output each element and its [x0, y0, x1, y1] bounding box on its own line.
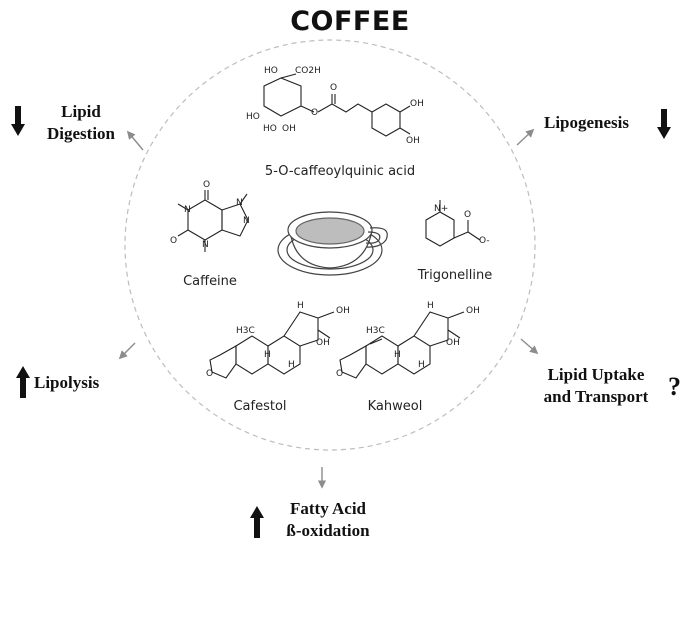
kahweol-h-low-label: H — [418, 360, 425, 370]
caffeine-n7-label: N — [236, 198, 243, 208]
cafestol-h-low-label: H — [288, 360, 295, 370]
trigonelline-o-label: O — [464, 210, 472, 220]
kahweol-h-top-label: H — [427, 301, 434, 311]
trigonelline-structure — [425, 200, 481, 247]
pointer-lipid-digestion — [126, 130, 144, 151]
trigonelline-ominus-label: O- — [479, 236, 490, 246]
kahweol-label: Kahweol — [367, 399, 423, 414]
caffeine-o-left-label: O — [170, 236, 178, 246]
lipid-uptake-label: Lipid Uptake and Transport — [543, 365, 649, 406]
lipid-uptake-question-mark: ? — [668, 372, 681, 401]
lipogenesis-down-arrow-icon — [657, 109, 671, 139]
cafestol-label: Cafestol — [233, 399, 287, 414]
cafestol-oh2-label: OH — [316, 338, 330, 348]
cafestol-h3c-label: H3C — [236, 326, 255, 336]
cafestol-oh-label: OH — [336, 306, 350, 316]
kahweol-oh2-label: OH — [446, 338, 460, 348]
fatty-acid-oxidation-up-arrow-icon — [250, 506, 264, 538]
cga-ho-bottom-label: HO — [263, 124, 277, 134]
caffeine-structure — [177, 190, 249, 252]
caffeine-o-top-label: O — [203, 180, 211, 190]
kahweol-oh-label: OH — [466, 306, 480, 316]
kahweol-o-label: O — [336, 369, 344, 379]
lipid-digestion-label: Lipid Digestion — [47, 102, 115, 143]
pointer-lipid-uptake — [520, 338, 539, 355]
pointer-lipogenesis — [516, 128, 535, 146]
lipid-digestion-down-arrow-icon — [11, 106, 25, 136]
cga-structure — [263, 73, 411, 137]
cafestol-structure — [209, 311, 335, 379]
cga-oh-bottom-label: OH — [282, 124, 296, 134]
dashed-circle — [124, 39, 536, 451]
caffeine-n1-label: N — [184, 205, 191, 215]
cga-co2h-label: CO2H — [295, 66, 321, 76]
caffeine-label: Caffeine — [183, 274, 237, 289]
kahweol-h-mid-label: H — [394, 350, 401, 360]
coffee-cup-icon — [277, 211, 388, 276]
caffeine-n9-label: N — [243, 216, 250, 226]
cafestol-h-mid-label: H — [264, 350, 271, 360]
lipogenesis-label: Lipogenesis — [544, 113, 630, 132]
cga-ester-o-label: O — [311, 108, 319, 118]
trigonelline-label: Trigonelline — [417, 268, 493, 283]
caffeine-n3-label: N — [202, 240, 209, 250]
diagram-title: COFFEE — [290, 6, 410, 37]
fatty-acid-oxidation-label: Fatty Acid ß-oxidation — [286, 499, 370, 540]
pointer-lipolysis — [118, 342, 136, 360]
cga-ho-label: HO — [264, 66, 278, 76]
cafestol-o-label: O — [206, 369, 214, 379]
lipolysis-up-arrow-icon — [16, 366, 30, 398]
cga-oh-right2-label: OH — [406, 136, 420, 146]
kahweol-h3c-label: H3C — [366, 326, 385, 336]
trigonelline-n-label: N+ — [434, 204, 449, 214]
cga-carbonyl-o-label: O — [330, 83, 338, 93]
cga-oh-right-label: OH — [410, 99, 424, 109]
cga-label: 5-O-caffeoylquinic acid — [264, 164, 416, 179]
lipolysis-label: Lipolysis — [34, 373, 100, 392]
kahweol-structure — [339, 311, 465, 379]
cafestol-h-top-label: H — [297, 301, 304, 311]
cga-ho-left-label: HO — [246, 112, 260, 122]
